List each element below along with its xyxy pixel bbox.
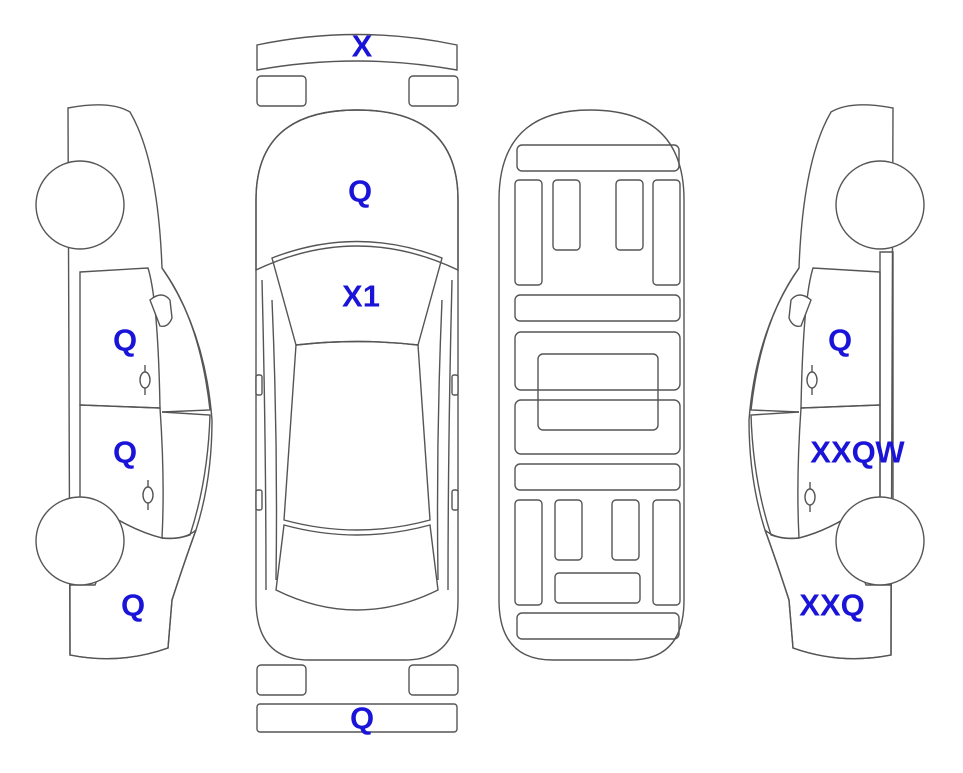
underbody-rear-panel <box>554 572 641 604</box>
right-rear-quarter-label: XXQ <box>799 588 864 623</box>
left-side-window <box>161 267 211 413</box>
taillight-left <box>256 664 307 696</box>
underbody-part-5 <box>514 499 543 606</box>
left-front-wheel <box>35 160 125 250</box>
mirror-right-top <box>451 374 459 396</box>
side-marker-right-top <box>451 489 459 511</box>
roof-outline <box>283 340 431 531</box>
hood-panel[interactable] <box>255 109 459 272</box>
right-rear-door-label: XXQ <box>810 435 875 470</box>
right-side-window <box>750 267 800 413</box>
right-pillar-label: W <box>875 435 905 470</box>
front-bumper-label: X <box>352 29 373 64</box>
underbody-part-6 <box>554 499 583 561</box>
underbody-part-3 <box>615 179 644 251</box>
right-front-wheel <box>835 160 925 250</box>
left-rear-door-handle-icon <box>142 480 154 510</box>
underbody-part-4 <box>652 179 681 286</box>
right-rear-door-handle-icon <box>804 482 816 512</box>
underbody-side-left-1 <box>514 331 681 391</box>
right-front-door-label: Q <box>828 323 852 358</box>
headlight-right <box>408 75 459 107</box>
right-mirror-shape <box>788 294 812 328</box>
top-left-side-line <box>261 279 267 591</box>
underbody-part-7 <box>611 499 640 561</box>
left-side-window-2 <box>161 411 211 540</box>
headlight-left <box>256 75 307 107</box>
underbody-part-2 <box>552 179 581 251</box>
windshield-label: X1 <box>342 279 380 314</box>
left-mirror-shape <box>149 294 173 328</box>
underbody-crossmember-2 <box>514 463 681 491</box>
underbody-outline <box>498 109 685 661</box>
underbody-center-panel <box>537 353 659 431</box>
taillight-right <box>408 664 459 696</box>
side-marker-left-top <box>255 489 263 511</box>
underbody-part-1 <box>514 179 543 286</box>
left-rear-door-label: Q <box>113 435 137 470</box>
top-right-side-line-inner <box>436 299 443 581</box>
right-front-door-handle-icon <box>806 365 818 395</box>
underbody-crossmember-1 <box>514 294 681 322</box>
mirror-left-top <box>255 374 263 396</box>
right-side-window-2 <box>750 411 800 540</box>
left-rear-quarter-label: Q <box>121 588 145 623</box>
left-rear-wheel <box>35 496 125 586</box>
top-right-side-line <box>447 279 453 591</box>
rear-window-outline <box>275 524 439 611</box>
front-bumper-panel[interactable] <box>256 33 458 71</box>
hood-label: Q <box>348 174 372 209</box>
left-front-door-label: Q <box>113 323 137 358</box>
top-left-side-line-inner <box>271 299 278 581</box>
rear-bumper-label: Q <box>350 701 374 736</box>
right-rear-wheel <box>835 496 925 586</box>
left-front-door-handle-icon <box>139 365 151 395</box>
underbody-front-rail <box>516 144 680 172</box>
underbody-part-8 <box>652 499 681 606</box>
underbody-side-left-2 <box>514 399 681 455</box>
underbody-rear-rail <box>516 612 680 640</box>
rear-bumper-panel[interactable] <box>256 703 458 733</box>
